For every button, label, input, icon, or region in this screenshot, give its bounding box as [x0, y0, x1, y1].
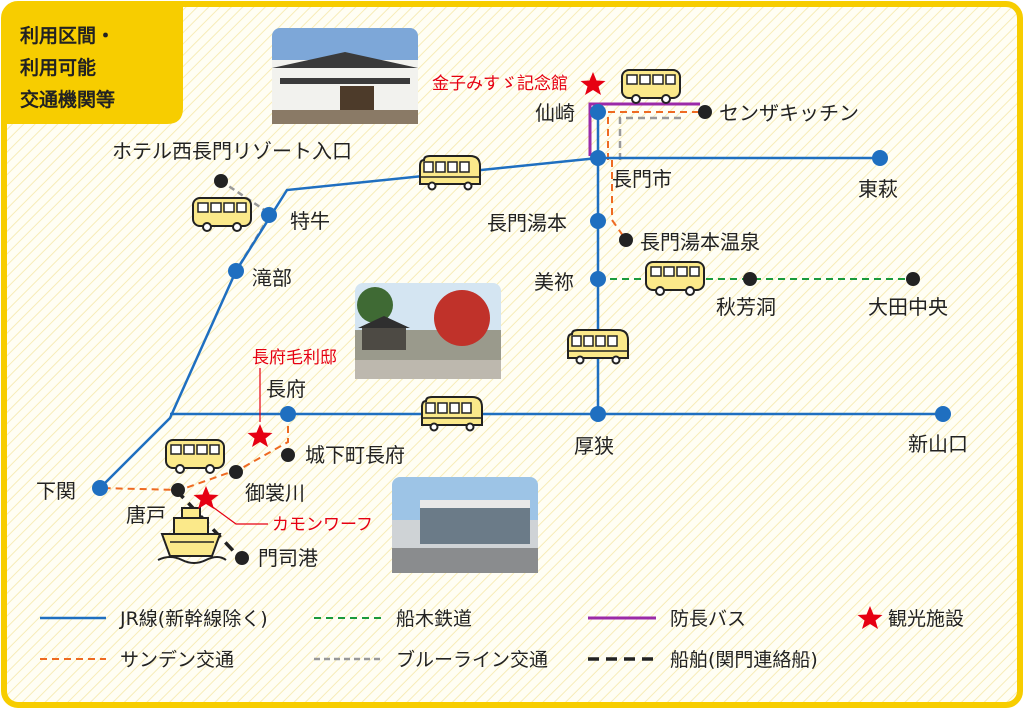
photo-old-building [272, 28, 418, 124]
label-tokugyu: 特牛 [290, 209, 330, 233]
label-mojiko: 門司港 [258, 546, 318, 570]
label-ota-chuo: 大田中央 [868, 295, 948, 319]
bocho-route-senzaki [588, 102, 700, 156]
station-takibe[interactable] [228, 263, 244, 279]
title-line-1: 利用区間・ [20, 25, 115, 47]
label-jokamachi: 城下町長府 [305, 443, 405, 467]
legend: JR線(新幹線除く) 船木鉄道 防長バス 観光施設 サンデン交通 ブルーライン交… [40, 606, 964, 671]
label-senzaki: 仙崎 [535, 101, 575, 125]
station-asa[interactable] [590, 406, 606, 422]
station-shimonoseki[interactable] [92, 480, 108, 496]
station-nagato-yumoto[interactable] [590, 213, 606, 229]
train-icon [421, 396, 483, 432]
label-nagato-yumoto: 長門湯本 [487, 211, 567, 235]
bus-icon [645, 261, 705, 296]
photo-mouri-garden [355, 283, 501, 379]
label-asa: 厚狭 [574, 434, 614, 458]
title-box [4, 4, 183, 124]
sanden-route-chofu [99, 414, 289, 492]
leader-line-kamon [209, 504, 268, 525]
photo-kamon-wharf [392, 477, 538, 573]
bus-icon [621, 69, 681, 104]
legend-ship-label: 船舶(関門連絡船) [670, 649, 818, 671]
label-chofu: 長府 [266, 377, 306, 401]
label-hotel: ホテル西長門リゾート入口 [112, 139, 352, 163]
station-senzaki[interactable] [590, 104, 606, 120]
stop-jokamachi[interactable] [281, 448, 295, 462]
stop-hotel[interactable] [214, 174, 228, 188]
label-shimonoseki: 下関 [36, 479, 76, 503]
station-higashihagi[interactable] [872, 150, 888, 166]
label-senza-kitchen: センザキッチン [719, 101, 859, 125]
train-icon [567, 329, 629, 365]
stop-ota-chuo[interactable] [906, 272, 920, 286]
blueline-route-senzaki [618, 116, 686, 160]
label-kaneko: 金子みすゞ記念館 [432, 73, 568, 94]
stop-yumoto-onsen[interactable] [619, 233, 633, 247]
star-icon [247, 424, 273, 447]
star-icon [857, 606, 883, 629]
ship-icon [157, 507, 227, 564]
station-shin-yamaguchi[interactable] [935, 406, 951, 422]
label-higashihagi: 東萩 [858, 177, 898, 201]
legend-sanden-label: サンデン交通 [120, 649, 234, 671]
sanden-route-senzaki [607, 111, 705, 160]
label-karato: 唐戸 [126, 503, 166, 527]
label-yumoto-onsen: 長門湯本温泉 [640, 230, 760, 254]
title-line-3: 交通機関等 [20, 88, 115, 111]
label-takibe: 滝部 [252, 266, 292, 290]
label-kamon: カモンワーフ [272, 515, 373, 535]
label-akiyoshido: 秋芳洞 [716, 295, 776, 319]
legend-sightseeing-label: 観光施設 [888, 608, 964, 630]
legend-jr-label: JR線(新幹線除く) [119, 608, 268, 630]
stop-mojiko[interactable] [235, 551, 249, 565]
title-line-2: 利用可能 [20, 56, 96, 79]
label-mimosusogawa: 御裳川 [245, 481, 305, 505]
sanden-route-yumoto [611, 160, 627, 241]
label-mine: 美祢 [534, 270, 574, 294]
label-mouri: 長府毛利邸 [252, 348, 337, 368]
bus-icon [192, 197, 252, 232]
stop-karato[interactable] [171, 483, 185, 497]
label-shin-yamaguchi: 新山口 [908, 432, 968, 456]
stop-mimosusogawa[interactable] [229, 465, 243, 479]
legend-funaki-label: 船木鉄道 [396, 608, 472, 630]
stop-senza-kitchen[interactable] [698, 105, 712, 119]
station-chofu[interactable] [280, 406, 296, 422]
star-icon [580, 72, 606, 95]
bus-icon [165, 439, 225, 474]
train-icon [419, 155, 481, 191]
legend-blueline-label: ブルーライン交通 [396, 648, 548, 671]
stop-akiyoshido[interactable] [743, 272, 757, 286]
legend-bocho-label: 防長バス [670, 608, 746, 630]
jr-line-sanin [99, 156, 880, 489]
station-tokugyu[interactable] [261, 207, 277, 223]
star-icon [193, 486, 219, 509]
station-nagatoshi[interactable] [590, 150, 606, 166]
station-mine[interactable] [590, 271, 606, 287]
label-nagatoshi: 長門市 [612, 167, 672, 191]
